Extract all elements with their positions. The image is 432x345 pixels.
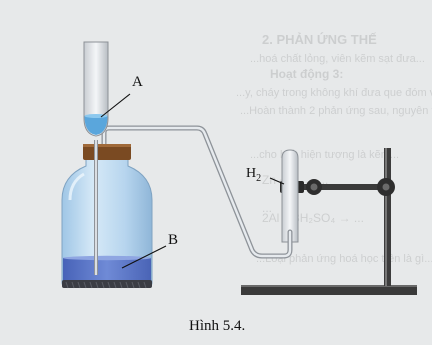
bg-line-4: ...cho biết hiện tượng là kẽm... bbox=[250, 149, 399, 161]
reaction-bottle bbox=[61, 144, 153, 289]
bg-line-7: 2Al + 3H₂SO₄ → ... bbox=[262, 211, 364, 225]
label-a: A bbox=[100, 74, 143, 118]
stand-rod-highlight bbox=[385, 148, 387, 286]
bg-heading: 2. PHẢN ỨNG THẾ bbox=[262, 32, 377, 47]
bg-subheading: Hoạt động 3: bbox=[270, 67, 343, 81]
stand-base-top bbox=[241, 285, 417, 287]
funnel-liquid-a bbox=[84, 116, 108, 135]
bg-line-1: ...hoá chất lỏng, viên kẽm sạt đưa... bbox=[250, 53, 425, 65]
figure-caption: Hình 5.4. bbox=[189, 318, 245, 334]
stand-rod bbox=[384, 148, 391, 286]
background-text: 2. PHẢN ỨNG THẾ Hoạt động 3: ...hoá chất… bbox=[236, 32, 432, 265]
label-h2-text: H2 bbox=[246, 166, 261, 184]
stand-base bbox=[241, 285, 417, 295]
bg-line-2: ...y, cháy trong không khí đưa que đóm v… bbox=[236, 87, 432, 99]
label-a-text: A bbox=[132, 74, 143, 90]
label-b-text: B bbox=[168, 232, 178, 248]
bg-line-3: ...Hoàn thành 2 phản ứng sau, nguyên tử … bbox=[240, 105, 432, 117]
clamp-arm bbox=[304, 184, 390, 190]
bg-line-6: ... bbox=[262, 201, 272, 215]
label-h2: H2 bbox=[246, 166, 285, 185]
label-b: B bbox=[121, 232, 178, 269]
collection-tube bbox=[281, 149, 299, 243]
